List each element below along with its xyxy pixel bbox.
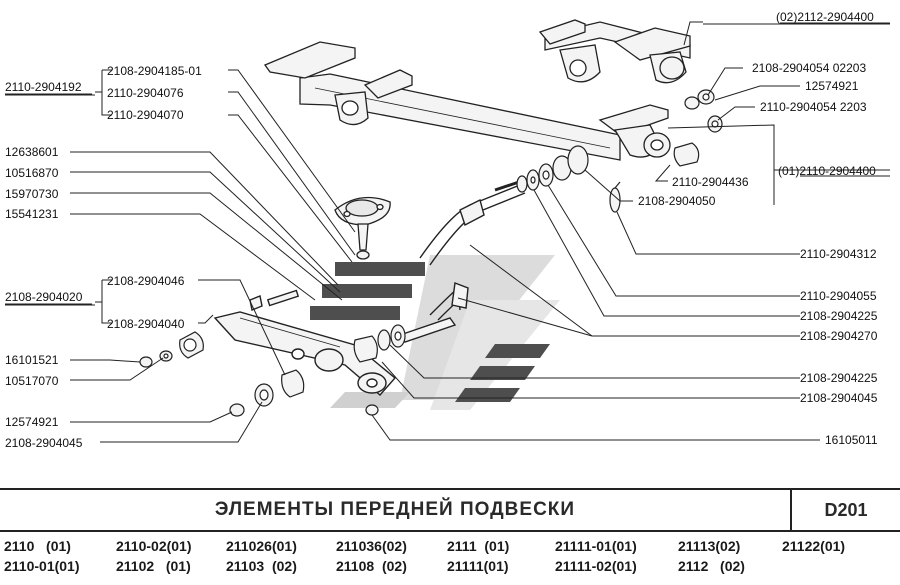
model-item: 21111-01(01) xyxy=(555,538,637,554)
callouts-left: 2110-2904192 2108-2904185-01 2110-290407… xyxy=(5,64,202,450)
callout-2108-2904225-a: 2108-2904225 xyxy=(800,309,878,323)
callout-2108-2904050: 2108-2904050 xyxy=(638,194,716,208)
model-item: 21108 (02) xyxy=(336,558,407,574)
leader-lines xyxy=(5,21,890,443)
model-item: 21102 (01) xyxy=(116,558,191,574)
callout-10517070: 10517070 xyxy=(5,374,59,388)
callout-12574921-right: 12574921 xyxy=(805,79,859,93)
ball-joint xyxy=(334,196,391,260)
model-item: 21111(01) xyxy=(447,558,509,574)
callout-2108-2904046: 2108-2904046 xyxy=(107,274,185,288)
callout-16105011: 16105011 xyxy=(825,433,878,447)
callout-16101521: 16101521 xyxy=(5,353,59,367)
callout-02-2112-2904400: (02)2112-2904400 xyxy=(776,10,874,24)
callout-2108-2904225-b: 2108-2904225 xyxy=(800,371,878,385)
arm-bushings xyxy=(139,324,406,417)
callout-2108-2904045-left: 2108-2904045 xyxy=(5,436,83,450)
callout-2110-2904070: 2110-2904070 xyxy=(107,108,184,122)
callout-2108-2904185-01: 2108-2904185-01 xyxy=(107,64,202,78)
rod-washers xyxy=(516,145,589,193)
diagram-title: ЭЛЕМЕНТЫ ПЕРЕДНЕЙ ПОДВЕСКИ xyxy=(0,490,792,530)
diagram-code: D201 xyxy=(824,499,868,520)
callout-2108-2904054-02203: 2108-2904054 02203 xyxy=(752,61,866,75)
callout-2108-2904020: 2108-2904020 xyxy=(5,290,83,304)
model-item: 21111-02(01) xyxy=(555,558,637,574)
title-bar: ЭЛЕМЕНТЫ ПЕРЕДНЕЙ ПОДВЕСКИ D201 xyxy=(0,488,900,532)
callout-2108-2904045-right: 2108-2904045 xyxy=(800,391,878,405)
model-item: 2110-02(01) xyxy=(116,538,192,554)
callout-2110-2904312: 2110-2904312 xyxy=(800,247,877,261)
callouts-right: (02)2112-2904400 2108-2904054 02203 1257… xyxy=(638,10,878,447)
model-item: 2112 (02) xyxy=(678,558,745,574)
underlines xyxy=(5,22,890,305)
callout-12574921-left: 12574921 xyxy=(5,415,59,429)
callout-12638601: 12638601 xyxy=(5,145,59,159)
callout-2110-2904192: 2110-2904192 xyxy=(5,80,82,94)
model-item: 21113(02) xyxy=(678,538,741,554)
callout-15541231: 15541231 xyxy=(5,207,59,221)
callout-15970730: 15970730 xyxy=(5,187,59,201)
crossmember-02 xyxy=(538,19,691,84)
model-item: 2111 (01) xyxy=(447,538,510,554)
callout-2108-2904270: 2108-2904270 xyxy=(800,329,878,343)
front-crossmember-01 xyxy=(263,41,671,161)
model-item: 211026(01) xyxy=(226,538,297,554)
model-list: 2110 (01) 2110-02(01) 211026(01) 211036(… xyxy=(0,536,900,582)
callout-2110-2904054-2203: 2110-2904054 2203 xyxy=(760,100,867,114)
callout-2110-2904436: 2110-2904436 xyxy=(672,175,749,189)
callout-01-2110-2904400: (01)2110-2904400 xyxy=(778,164,876,178)
model-item: 2110 (01) xyxy=(4,538,71,554)
callout-2110-2904055: 2110-2904055 xyxy=(800,289,877,303)
model-item: 21103 (02) xyxy=(226,558,297,574)
callout-2108-2904040: 2108-2904040 xyxy=(107,317,185,331)
lower-control-arm xyxy=(213,289,397,396)
model-item: 211036(02) xyxy=(336,538,407,554)
model-item: 2110-01(01) xyxy=(4,558,80,574)
callout-10516870: 10516870 xyxy=(5,166,59,180)
model-item: 21122(01) xyxy=(782,538,846,554)
brace-rods xyxy=(398,178,526,343)
callout-2110-2904076: 2110-2904076 xyxy=(107,86,184,100)
